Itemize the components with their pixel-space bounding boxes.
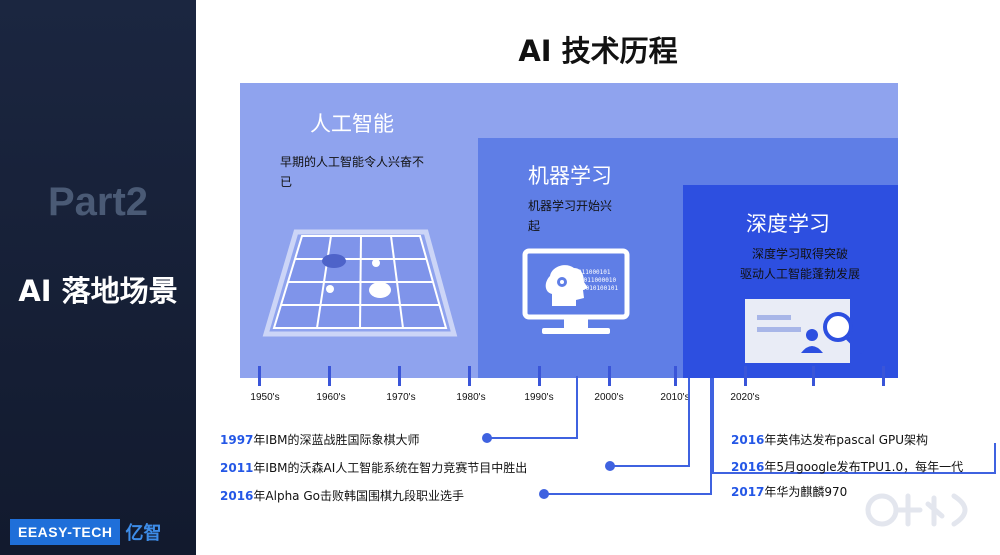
event-item-left: 1997年IBM的深蓝战胜国际象棋大师	[220, 431, 420, 448]
event-text: 年IBM的深蓝战胜国际象棋大师	[253, 433, 420, 447]
panel-desc-line: 起	[528, 219, 541, 233]
event-item-right: 2016年5月google发布TPU1.0，每年一代	[731, 458, 963, 475]
panel-desc-ml: 机器学习开始兴 起	[528, 196, 612, 236]
brand-logo: EEASY-TECH 亿智	[10, 519, 161, 545]
timeline-tick	[673, 366, 677, 386]
connector-line	[994, 443, 996, 474]
event-year: 2011	[220, 461, 254, 475]
event-text: 年IBM的沃森AI人工智能系统在智力竞赛节目中胜出	[253, 461, 528, 475]
timeline-tick	[257, 366, 261, 386]
part-label: Part2	[47, 180, 149, 224]
connector-line	[712, 472, 996, 474]
screen-digits: 0010100101	[582, 285, 619, 292]
sidebar: Part2 AI 落地场景 EEASY-TECH 亿智	[0, 0, 196, 555]
connector-line	[688, 378, 690, 466]
decade-label: 1980's	[456, 392, 486, 403]
event-year: 2016	[220, 489, 254, 503]
decade-label: 1950's	[250, 392, 280, 403]
brand-name-en: EEASY-TECH	[10, 519, 121, 545]
section-title: AI 落地场景	[18, 274, 178, 308]
decade-label: 1990's	[524, 392, 554, 403]
timeline-tick	[743, 366, 747, 386]
decade-label: 2020's	[730, 392, 760, 403]
timeline-tick	[397, 366, 401, 386]
decade-label: 2010's	[660, 392, 690, 403]
decade-label: 1970's	[386, 392, 416, 403]
panel-desc-line: 机器学习开始兴	[528, 199, 613, 213]
timeline-tick	[881, 366, 885, 386]
event-year: 2016	[731, 460, 765, 474]
event-text: 年Alpha Go击败韩国围棋九段职业选手	[253, 489, 464, 503]
timeline-tick	[537, 366, 541, 386]
connector-line	[712, 378, 714, 473]
event-dot	[482, 433, 492, 443]
panel-title-ai: 人工智能	[310, 112, 394, 136]
timeline-tick	[327, 366, 331, 386]
event-item-left: 2011年IBM的沃森AI人工智能系统在智力竞赛节目中胜出	[220, 459, 527, 476]
event-dot	[539, 489, 549, 499]
page-title: AI 技术历程	[518, 34, 678, 68]
monitor-brain-icon: 011000101 1011000010 0010100101	[522, 248, 630, 334]
panel-title-ml: 机器学习	[528, 164, 612, 188]
go-board-icon	[262, 229, 458, 337]
connector-line	[545, 493, 712, 495]
screen-digits: 011000101	[578, 269, 611, 276]
panel-desc-line: 深度学习取得突破	[751, 247, 848, 261]
watermark-logo	[865, 493, 968, 527]
timeline-tick	[467, 366, 471, 386]
event-text: 年英伟达发布pascal GPU架构	[764, 433, 929, 447]
connector-line	[576, 376, 578, 438]
panel-title-dl: 深度学习	[746, 212, 830, 236]
connector-line	[710, 378, 712, 494]
event-item-left: 2016年Alpha Go击败韩国围棋九段职业选手	[220, 487, 464, 504]
panel-desc-dl: 深度学习取得突破 驱动人工智能蓬勃发展	[730, 244, 870, 284]
timeline-tick	[607, 366, 611, 386]
connector-line	[488, 437, 578, 439]
decade-label: 1960's	[316, 392, 346, 403]
brand-name-cn: 亿智	[125, 523, 162, 544]
decade-label: 2000's	[594, 392, 624, 403]
event-year: 1997	[220, 433, 254, 447]
event-year: 2016	[731, 433, 765, 447]
connector-line	[610, 465, 690, 467]
panel-desc-line: 早期的人工智能令人兴奋不	[280, 155, 425, 169]
event-text: 年5月google发布TPU1.0，每年一代	[764, 460, 964, 474]
event-dot	[605, 461, 615, 471]
screen-digits: 1011000010	[580, 277, 617, 284]
timeline-tick	[811, 366, 815, 386]
event-year: 2017	[731, 485, 765, 499]
profile-card-search-icon	[745, 299, 864, 363]
event-item-right: 2017年华为麒麟970	[731, 483, 847, 500]
panel-desc-line: 已	[280, 175, 293, 189]
event-text: 年华为麒麟970	[764, 485, 848, 499]
panel-desc-line: 驱动人工智能蓬勃发展	[739, 267, 860, 281]
event-item-right: 2016年英伟达发布pascal GPU架构	[731, 431, 928, 448]
panel-desc-ai: 早期的人工智能令人兴奋不 已	[280, 152, 424, 192]
